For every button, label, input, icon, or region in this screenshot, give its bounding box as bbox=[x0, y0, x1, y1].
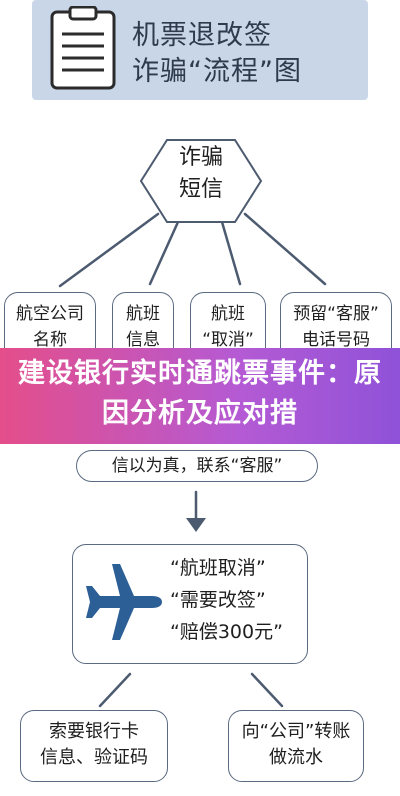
scam-claim-2: “需要改签” bbox=[170, 589, 266, 611]
airplane-icon bbox=[86, 564, 162, 640]
info-box-line-1: 航班 bbox=[211, 304, 245, 324]
scam-claims-text: “航班取消” “需要改签” “赔偿300元” bbox=[170, 552, 310, 648]
outcome-line-2: 信息、验证码 bbox=[40, 747, 148, 768]
start-line-2: 短信 bbox=[178, 177, 223, 202]
arrow-down-icon bbox=[186, 518, 206, 532]
belief-step: 信以为真，联系“客服” bbox=[76, 450, 318, 482]
info-box-line-2: “取消” bbox=[202, 330, 254, 350]
info-box-line-1: 航空公司 bbox=[16, 304, 84, 324]
start-node-text: 诈骗 短信 bbox=[139, 142, 263, 206]
outcome-box-transfer: 向“公司”转账 做流水 bbox=[228, 710, 364, 782]
overlay-banner bbox=[0, 348, 400, 444]
start-line-1: 诈骗 bbox=[178, 145, 223, 170]
info-box-line-2: 信息 bbox=[126, 330, 160, 350]
outcome-box-bank-info: 索要银行卡 信息、验证码 bbox=[20, 710, 168, 782]
clipboard-icon bbox=[50, 6, 116, 90]
info-box-line-2: 电话号码 bbox=[302, 330, 370, 350]
start-hexagon bbox=[139, 139, 263, 223]
scam-claim-1: “航班取消” bbox=[170, 557, 266, 579]
info-box-line-1: 航班 bbox=[126, 304, 160, 324]
title-line-2: 诈骗“流程”图 bbox=[132, 56, 302, 87]
scam-claim-3: “赔偿300元” bbox=[170, 621, 283, 643]
outcome-line-1: 向“公司”转账 bbox=[241, 721, 351, 742]
title-line-1: 机票退改签 bbox=[132, 20, 272, 51]
outcome-line-2: 做流水 bbox=[269, 747, 323, 768]
page-title: 机票退改签 诈骗“流程”图 bbox=[132, 18, 302, 90]
info-box-line-2: 名称 bbox=[33, 330, 67, 350]
outcome-line-1: 索要银行卡 bbox=[49, 721, 139, 742]
overlay-banner-text: 建设银行实时通跳票事件：原因分析及应对措 bbox=[18, 358, 382, 429]
info-box-line-1: 预留“客服” bbox=[293, 304, 379, 324]
